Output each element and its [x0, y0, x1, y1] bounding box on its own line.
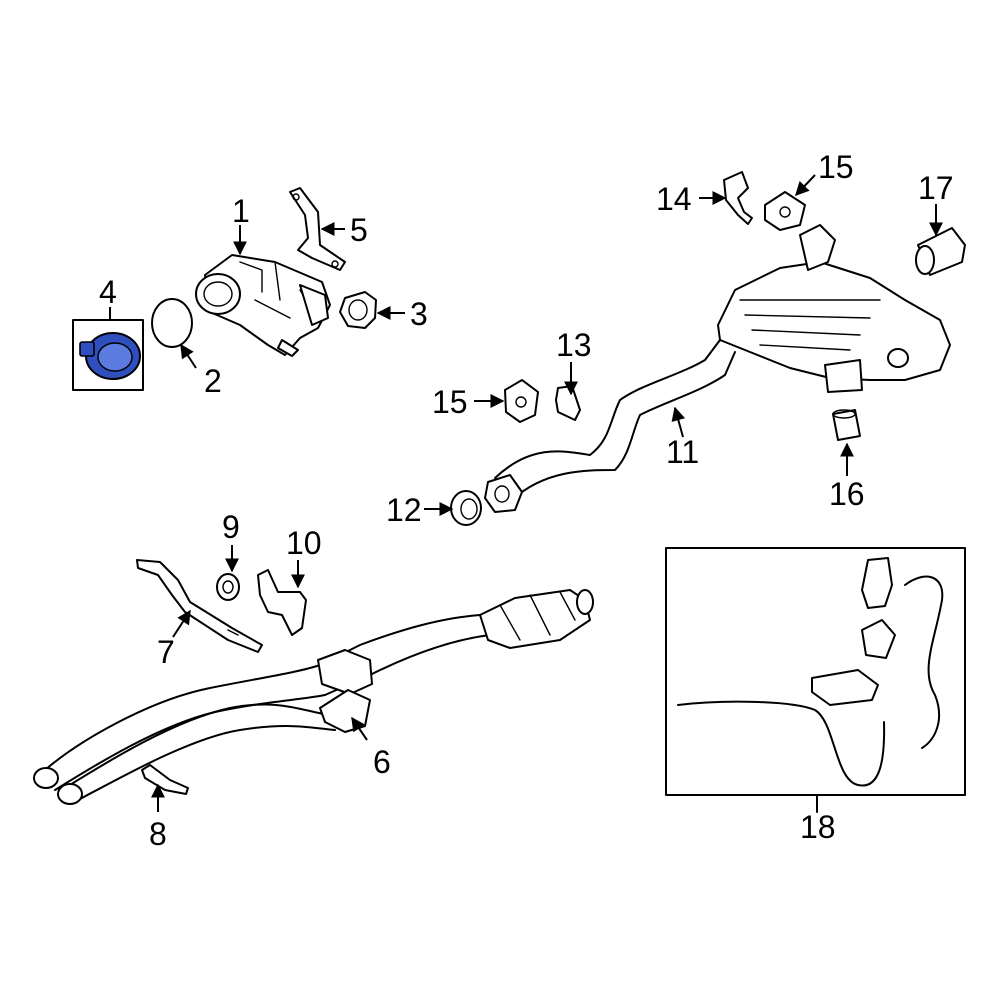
part-9-rubber-mount[interactable] [216, 573, 240, 601]
rear-muffler[interactable] [717, 224, 951, 393]
part-13-hanger[interactable] [555, 385, 581, 421]
callout-11: 11 [666, 434, 699, 470]
callout-10: 10 [286, 525, 322, 561]
callout-15-lower: 15 [432, 384, 468, 420]
part-17-exhaust-tip[interactable] [915, 227, 966, 276]
callout-16: 16 [829, 476, 865, 512]
callout-17: 17 [918, 170, 954, 206]
part-14-hanger[interactable] [723, 171, 753, 225]
part-15-insulator-upper[interactable] [764, 191, 806, 231]
part-8-bracket[interactable] [141, 764, 189, 795]
callout-6: 6 [373, 744, 391, 780]
part-7-bracket[interactable] [136, 559, 263, 653]
callout-labels: 1 2 3 4 5 6 7 8 9 10 11 12 13 14 15 15 1… [99, 149, 954, 852]
callout-18: 18 [800, 809, 836, 845]
part-2-gasket[interactable] [151, 298, 193, 348]
callout-12: 12 [386, 492, 422, 528]
callout-13: 13 [556, 327, 592, 363]
part-16-rubber-block[interactable] [832, 409, 861, 441]
callout-8: 8 [149, 816, 167, 852]
callout-14: 14 [656, 181, 692, 217]
part-1-catalytic-converter[interactable] [195, 254, 331, 357]
callout-2: 2 [204, 363, 222, 399]
callout-5: 5 [350, 212, 368, 248]
callout-3: 3 [410, 296, 428, 332]
part-18-kit-box[interactable] [665, 547, 966, 813]
part-4-clamp[interactable] [72, 319, 144, 391]
leader-arrows [109, 174, 943, 812]
part-11-intermediate-pipe[interactable] [484, 339, 736, 513]
part-6-front-pipe[interactable] [33, 589, 594, 805]
callout-9: 9 [222, 509, 240, 545]
callout-4: 4 [99, 274, 117, 310]
part-3-flange-gasket[interactable] [339, 291, 377, 329]
part-5-bracket[interactable] [289, 187, 346, 271]
part-15-insulator-lower[interactable] [504, 379, 539, 423]
part-10-bracket[interactable] [257, 569, 307, 636]
callout-15-upper: 15 [818, 149, 854, 185]
callout-1: 1 [232, 193, 250, 229]
callout-7: 7 [157, 634, 175, 670]
part-12-seal-ring[interactable] [450, 490, 482, 526]
